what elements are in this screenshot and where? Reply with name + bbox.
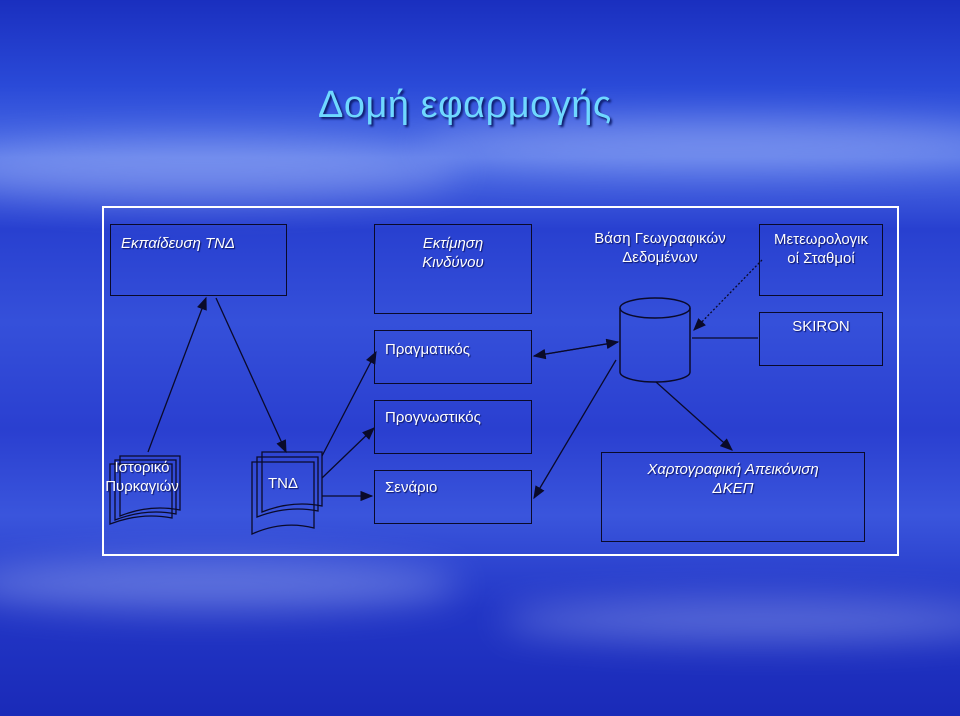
arrow-history-training [147,296,207,453]
meteo-label-2: οί Σταθμοί [787,250,855,267]
mapping-label-2: ΔΚΕΠ [712,480,754,497]
scenario-label: Σενάριο [385,479,438,496]
arrow-meteo-db [693,259,763,331]
arrow-ann-actual [321,350,377,457]
skiron-label: SKIRON [792,318,850,335]
arrow-ann-forecast [321,427,375,479]
meteo-label-1: Μετεωρολογικ [773,231,869,248]
ann-label: ΤΝΔ [267,475,298,492]
forecast-box: Προγνωστικός [374,400,532,454]
arrow-db-scenario [533,359,617,500]
database-cylinder [619,297,691,383]
history-label-2: Πυρκαγιών [105,478,179,495]
gis-label-1: Βάση Γεωγραφικών [594,230,726,247]
ann-document-stack [251,451,323,536]
scenario-box: Σενάριο [374,470,532,524]
mapping-label-1: Χαρτογραφική Απεικόνιση [647,461,819,478]
history-document-stack [109,455,181,525]
arrow-actual-db [533,338,620,357]
actual-box: Πραγματικός [374,330,532,384]
risk-label-2: Κινδύνου [422,254,484,271]
risk-label-1: Εκτίμηση [422,235,484,252]
actual-label: Πραγματικός [385,341,470,358]
skiron-box: SKIRON [759,312,883,366]
arrow-db-mapping [655,381,733,451]
meteo-box: Μετεωρολογικ οί Σταθμοί [759,224,883,296]
arrow-training-ann [215,297,287,454]
history-label-1: Ιστορικό [114,459,170,476]
training-label: Εκπαίδευση ΤΝΔ [121,235,236,252]
diagram-panel [102,206,899,556]
training-box: Εκπαίδευση ΤΝΔ [110,224,287,296]
gis-label-2: Δεδομένων [622,249,698,266]
risk-box: Εκτίμηση Κινδύνου [374,224,532,314]
page-title: Δομή εφαρμογής [318,84,612,126]
mapping-box: Χαρτογραφική Απεικόνιση ΔΚΕΠ [601,452,865,542]
forecast-label: Προγνωστικός [385,409,481,426]
